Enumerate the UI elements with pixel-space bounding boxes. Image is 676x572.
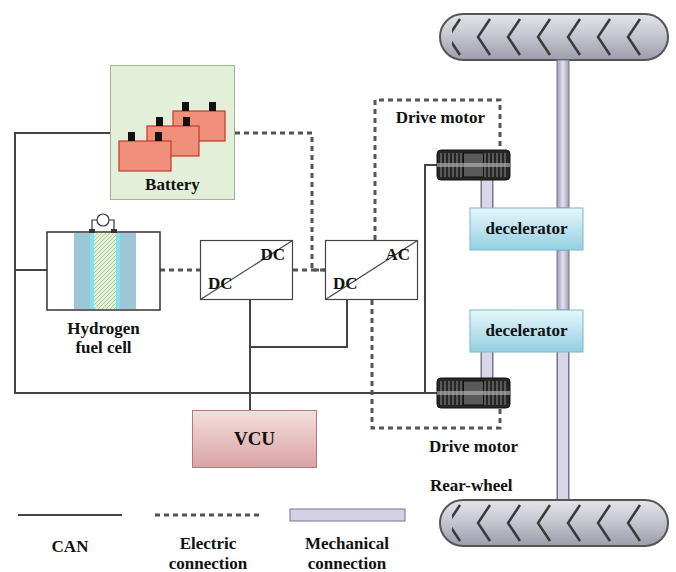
motor-symbol: [437, 150, 510, 180]
legend-samples: [18, 509, 405, 521]
converter-port-label: DC: [333, 275, 358, 294]
decelerator-box: decelerator: [470, 208, 583, 250]
electric-line: [293, 270, 325, 271]
converter-box: AC DC: [325, 240, 418, 300]
converter-port-label: DC: [208, 275, 233, 294]
decelerator-box: decelerator: [470, 310, 583, 352]
drive-motor: Drive motor: [437, 150, 510, 180]
wheel-symbol: [440, 500, 668, 546]
converter-box: DC DC: [200, 240, 293, 300]
fuel-cell-symbol: [47, 232, 160, 310]
component-label: Drive motor: [429, 438, 518, 457]
component-label: Rear-wheel: [430, 477, 512, 496]
electric-line: [160, 270, 200, 271]
mechanical-shaft: [487, 180, 488, 208]
controller-box: VCU: [192, 410, 317, 468]
legend-text: Mechanical connection: [287, 534, 407, 572]
mechanical-bar-sample: [290, 509, 405, 521]
component-label: decelerator: [485, 322, 567, 341]
can-line-sample: [18, 514, 122, 516]
motor-symbol: [437, 378, 510, 408]
converter-port-label: AC: [385, 246, 410, 265]
axle-shaft: [557, 250, 569, 310]
drive-motor: Drive motor: [437, 378, 510, 408]
legend-text: Electric connection: [158, 534, 258, 572]
rear-wheel: Rear-wheel: [440, 500, 668, 546]
converter-port-label: DC: [260, 246, 285, 265]
electric-line-sample: [155, 514, 262, 517]
mechanical-shaft: [563, 352, 564, 500]
component-label: VCU: [234, 429, 275, 450]
component-label: Battery: [145, 176, 200, 195]
component-label: decelerator: [485, 220, 567, 239]
component-label: Hydrogen fuel cell: [56, 320, 152, 357]
fuel-cell: Hydrogen fuel cell: [47, 232, 160, 310]
component-label: Drive motor: [396, 109, 485, 128]
legend-text: CAN: [20, 537, 120, 557]
front-wheel: [440, 14, 668, 60]
axle-shaft: [557, 60, 569, 208]
can-bus-line: [250, 393, 437, 410]
mechanical-shaft: [487, 352, 488, 378]
battery-box: Battery: [110, 65, 235, 200]
